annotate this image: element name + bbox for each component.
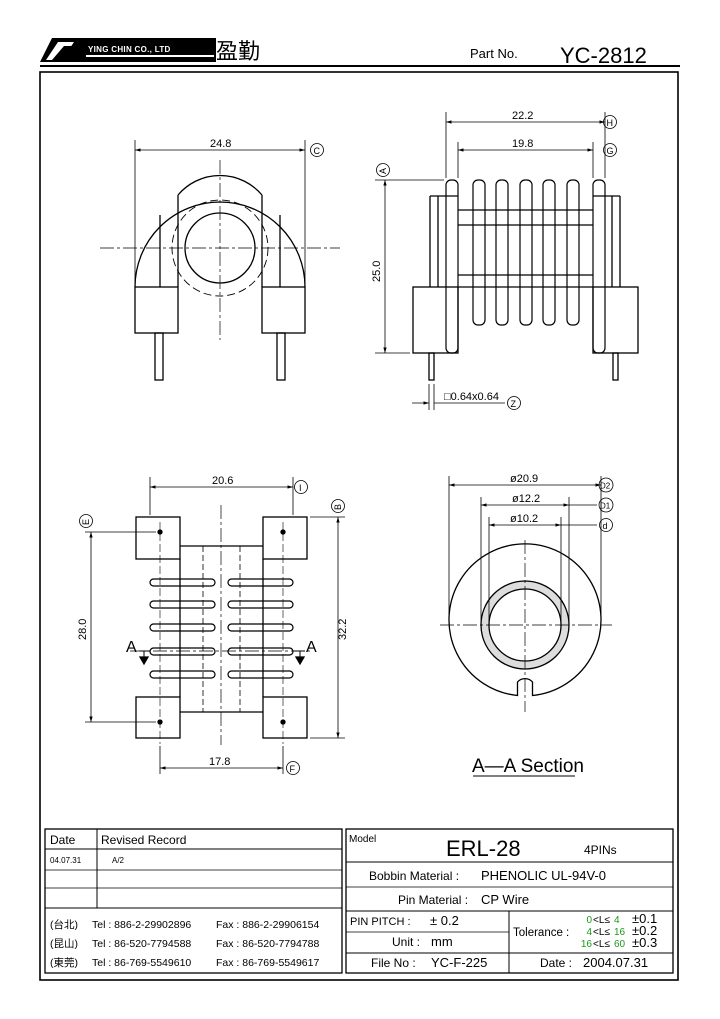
part-number: YC-2812 [560, 43, 647, 68]
dim-top-right-height: 25.0 [371, 261, 383, 282]
marker-a: A [378, 168, 388, 174]
pin-material-label: Pin Material : [398, 893, 468, 907]
tolerance-upper-bound: 16 [614, 927, 626, 938]
spec-table [345, 828, 674, 974]
tolerance-upper-bound: 60 [614, 939, 626, 950]
dim-top-right-inner: 19.8 [512, 138, 533, 150]
marker-i: I [299, 483, 302, 493]
date-label: Date : [540, 956, 572, 970]
revision-row-record: A/2 [112, 856, 125, 865]
dim-top-left-width: 24.8 [210, 138, 231, 150]
tolerance-value: ±0.2 [632, 923, 657, 938]
pin-pitch-value: ± 0.2 [430, 913, 459, 928]
revision-table [44, 828, 343, 974]
tolerance-lower-bound: 4 [586, 927, 592, 938]
revision-row-date: 04.07.31 [50, 856, 82, 865]
pin-count: 4PINs [584, 843, 617, 857]
company-logo [40, 38, 216, 62]
tolerance-value: ±0.1 [632, 911, 657, 926]
pin-material-value: CP Wire [481, 892, 529, 907]
contact-fax: Fax : 86-769-5549617 [216, 957, 319, 969]
bobbin-material-value: PHENOLIC UL-94V-0 [481, 868, 606, 883]
company-name-en: YING CHIN CO., LTD [88, 45, 171, 54]
tolerance-list: 0 <L≤ 4 ±0.1 4 <L≤ 16 ±0.2 16 <L≤ 60 ±0.… [581, 911, 657, 950]
model-name: ERL-28 [446, 836, 521, 861]
dim-bottom-left-outer: 32.2 [337, 619, 349, 640]
marker-d1: D1 [600, 502, 611, 511]
contact-region: (台北) [50, 918, 78, 931]
revision-record-header: Revised Record [101, 833, 186, 847]
revision-date-header: Date [50, 833, 76, 847]
tolerance-lower-bound: 16 [581, 939, 593, 950]
dim-bottom-left-pin-span: 17.8 [209, 756, 230, 768]
marker-z: Z [511, 399, 517, 409]
view-bottom [79, 477, 345, 775]
section-title: A—A Section [472, 756, 584, 777]
bobbin-material-label: Bobbin Material : [369, 869, 459, 883]
section-arrow-left-label: A [126, 639, 137, 656]
tolerance-lower-bound: 0 [586, 915, 592, 926]
dim-pin-size: □0.64x0.64 [444, 391, 499, 403]
dim-section-d2: ø20.9 [510, 473, 538, 485]
tolerance-upper-bound: 4 [614, 915, 620, 926]
contact-fax: Fax : 86-520-7794788 [216, 938, 319, 950]
dim-section-d1: ø12.2 [512, 493, 540, 505]
pin-pitch-label: PIN PITCH : [350, 916, 411, 928]
view-front [100, 140, 340, 381]
tolerance-label: Tolerance : [513, 927, 569, 939]
contact-region: (東莞) [50, 956, 78, 969]
unit-value: mm [431, 934, 453, 949]
company-name-cn: 盈勤 [216, 40, 261, 65]
contact-tel: Tel : 886-2-29902896 [92, 919, 191, 931]
view-section [440, 476, 614, 777]
dim-bottom-left-width: 20.6 [212, 475, 233, 487]
date-value: 2004.07.31 [583, 955, 648, 970]
marker-d2: D2 [600, 482, 611, 491]
section-arrow-right-label: A [306, 639, 317, 656]
dim-top-right-outer: 22.2 [512, 110, 533, 122]
marker-f: F [290, 764, 296, 774]
contact-fax: Fax : 886-2-29906154 [216, 919, 319, 931]
tolerance-value: ±0.3 [632, 935, 657, 950]
contact-region: (昆山) [50, 938, 78, 950]
contact-tel: Tel : 86-520-7794588 [92, 938, 191, 950]
tolerance-relation: <L≤ [593, 939, 610, 950]
model-label: Model [349, 834, 376, 845]
dim-section-d: ø10.2 [510, 513, 538, 525]
marker-e: E [81, 519, 91, 525]
unit-label: Unit : [392, 935, 420, 949]
marker-g: G [607, 146, 614, 156]
marker-h: H [607, 118, 614, 128]
drawing-frame [39, 71, 679, 981]
marker-d: d [603, 521, 608, 531]
contact-tel: Tel : 86-769-5549610 [92, 957, 191, 969]
tolerance-relation: <L≤ [593, 927, 610, 938]
file-no-label: File No : [371, 956, 416, 970]
file-no-value: YC-F-225 [431, 955, 487, 970]
marker-b: B [333, 504, 343, 510]
part-number-label: Part No. [470, 46, 518, 61]
view-side [375, 112, 639, 410]
tolerance-relation: <L≤ [593, 915, 610, 926]
marker-c: C [314, 146, 321, 156]
dim-bottom-left-inner: 28.0 [77, 619, 89, 640]
